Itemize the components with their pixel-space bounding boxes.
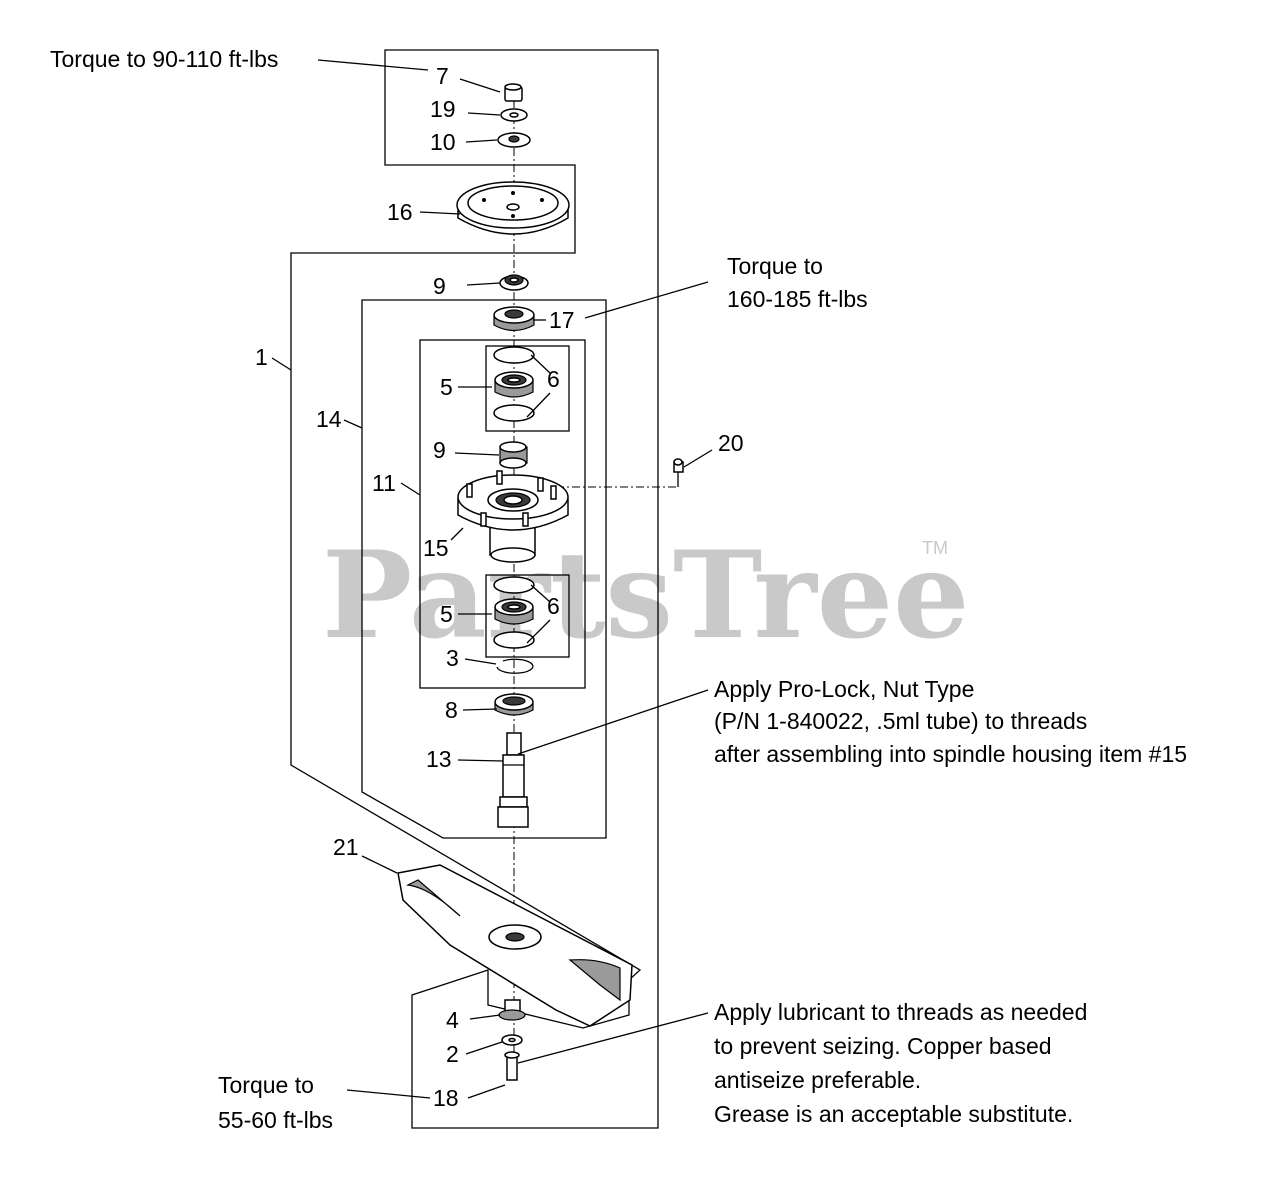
callout-8: 8	[445, 697, 458, 723]
callout-5-upper: 5	[440, 374, 453, 400]
part-2-washer	[501, 1034, 523, 1046]
assembly-outline-12	[419, 339, 586, 689]
part-13-spindle-shaft	[497, 732, 529, 828]
note-torque-bottom-line2: 55-60 ft-lbs	[218, 1107, 333, 1133]
assembly-outline-1	[290, 49, 659, 1129]
watermark-trademark: TM	[922, 538, 948, 558]
part-6-oring-lower-bottom	[493, 631, 535, 649]
part-11-washer	[497, 132, 531, 148]
callout-14: 14	[316, 406, 342, 432]
part-7-bolt	[504, 83, 523, 102]
callout-4: 4	[446, 1007, 459, 1033]
callout-9: 9	[433, 437, 446, 463]
note-lube-line3: antiseize preferable.	[714, 1067, 921, 1093]
part-8-bearing	[494, 693, 534, 716]
part-6-oring-upper-bottom	[493, 404, 535, 422]
part-10-bearing	[499, 274, 529, 291]
callout-3: 3	[446, 645, 459, 671]
part-21-blade	[397, 864, 633, 1027]
callout-17: 17	[549, 307, 575, 333]
part-18-bolt	[504, 1051, 520, 1081]
callout-15: 15	[423, 535, 449, 561]
callout-11: 10	[430, 129, 456, 155]
callout-2: 2	[446, 1041, 459, 1067]
callout-16: 16	[387, 199, 413, 225]
callout-13: 13	[426, 746, 452, 772]
callout-5-lower: 5	[440, 601, 453, 627]
callout-6-upper: 6	[547, 366, 560, 392]
note-torque-mid-line2: 160-185 ft-lbs	[727, 286, 868, 312]
bearing-box-lower	[485, 574, 570, 658]
note-prolock-line2: (P/N 1-840022, .5ml tube) to threads	[714, 708, 1087, 734]
bearing-box-upper	[485, 345, 570, 432]
assembly-outline-14	[361, 299, 607, 839]
part-16-pulley	[456, 181, 570, 235]
callout-19: 19	[430, 96, 456, 122]
part-4-blade-adapter	[498, 999, 526, 1021]
callout-12: 11	[372, 470, 396, 496]
callout-21: 21	[333, 834, 359, 860]
note-torque-top: Torque to 90-110 ft-lbs	[50, 46, 278, 72]
note-lube-line4: Grease is an acceptable substitute.	[714, 1101, 1073, 1127]
note-torque-mid-line1: Torque to	[727, 253, 823, 279]
note-lube-line1: Apply lubricant to threads as needed	[714, 999, 1087, 1025]
part-3-retaining-ring	[496, 658, 534, 674]
watermark-text: PartsTree	[322, 525, 969, 666]
callout-10: 9	[433, 273, 446, 299]
callout-6-lower: 6	[547, 593, 560, 619]
callout-1: 1	[255, 344, 268, 370]
leader-lines	[271, 59, 713, 1099]
part-19-washer	[500, 108, 528, 122]
part-9-spacer	[499, 441, 528, 469]
note-prolock-line1: Apply Pro-Lock, Nut Type	[714, 676, 974, 702]
callout-20: 20	[718, 430, 744, 456]
part-15-spindle-housing	[457, 470, 569, 563]
part-6-oring-lower-top	[493, 576, 535, 594]
part-6-oring-upper-top	[493, 346, 535, 364]
note-lube-line2: to prevent seizing. Copper based	[714, 1033, 1052, 1059]
part-17-nut	[493, 306, 535, 332]
part-20-grease-fitting	[673, 458, 684, 473]
callout-7: 7	[436, 63, 449, 89]
note-torque-bottom-line1: Torque to	[218, 1072, 314, 1098]
note-prolock-line3: after assembling into spindle housing it…	[714, 741, 1187, 767]
part-5-bearing-lower	[494, 598, 534, 625]
callout-18: 18	[433, 1085, 459, 1111]
part-5-bearing-upper	[494, 371, 534, 398]
